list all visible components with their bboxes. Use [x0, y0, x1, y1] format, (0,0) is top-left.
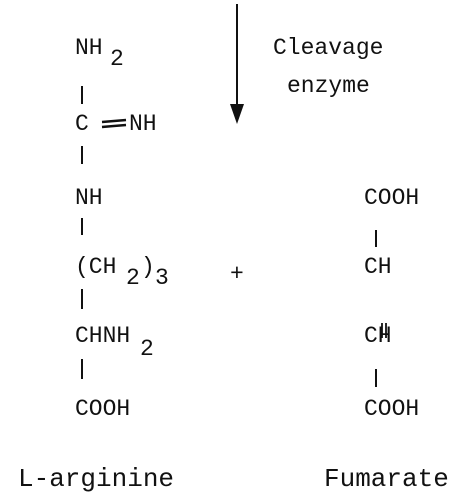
bond-chnh2-cooh [81, 359, 83, 379]
arginine-amino-group: NH [75, 35, 103, 61]
fumarate-name: Fumarate [324, 464, 449, 494]
bond-c-nh [81, 146, 83, 164]
fumarate-carboxyl-top: COOH [364, 185, 420, 211]
arrow-label-line2: enzyme [287, 73, 370, 99]
fumarate-carboxyl-bottom: COOH [364, 396, 420, 422]
double-bond-c-nh-lower [101, 123, 127, 129]
bond-nh-ch2 [81, 218, 83, 235]
arginine-nh: NH [75, 185, 103, 211]
reaction-arrow-head [230, 104, 244, 124]
arrow-label-line1: Cleavage [273, 35, 384, 61]
plus-sign: + [230, 261, 244, 287]
arginine-methylene-close: ) [141, 254, 155, 280]
arginine-amino-subscript: 2 [110, 46, 124, 72]
double-bond-c-nh-upper [101, 118, 127, 124]
fumarate-ch-top: CH [364, 254, 392, 280]
arginine-methylene-subscript: 2 [126, 265, 140, 291]
bond-nh2-c [81, 86, 83, 104]
bond-ch-cooh [375, 369, 377, 387]
arginine-alpha-carbon: CHNH [75, 323, 131, 349]
arginine-alpha-subscript: 2 [140, 336, 154, 362]
arginine-carboxyl: COOH [75, 396, 131, 422]
bond-cooh-ch [375, 230, 377, 247]
arginine-methylene-count: 3 [155, 265, 169, 291]
bond-ch2-chnh2 [81, 289, 83, 309]
arginine-name: L-arginine [18, 464, 175, 494]
arginine-imino-group: NH [129, 111, 157, 137]
arginine-methylene-open: (CH [75, 254, 117, 280]
fumarate-ch-bottom: CH [364, 323, 392, 349]
arginine-carbon: C [75, 111, 89, 137]
